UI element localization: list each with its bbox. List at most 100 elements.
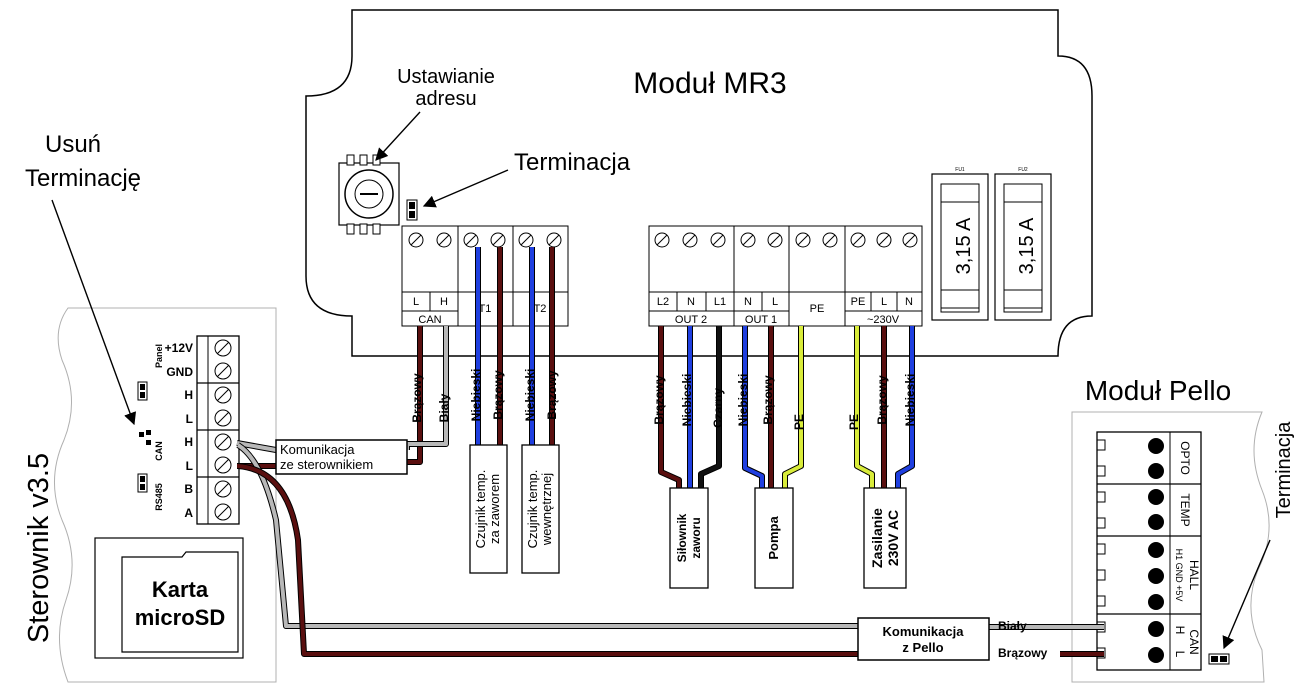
ustawianie-label-1: Ustawianie <box>397 66 495 88</box>
sterownik-screw <box>214 362 232 380</box>
wire-ac-n <box>896 326 914 488</box>
pello-temp-label: TEMP <box>1178 493 1192 526</box>
wire-label-t2-a: Niebieski <box>523 369 537 422</box>
pello-tooth <box>1097 491 1106 503</box>
pello-pin <box>1148 568 1164 584</box>
pello-tooth <box>1097 621 1106 633</box>
usun-label-2: Terminację <box>25 165 141 192</box>
fuse-fu1: FU1 3,15 A <box>931 167 989 321</box>
czujnik1-box <box>469 444 508 574</box>
wire-label-t1-b: Brązowy <box>491 370 505 420</box>
pello-pin <box>1148 621 1164 637</box>
zasilanie-box <box>863 487 907 589</box>
st-jumper-rs485 <box>137 473 148 493</box>
karta-label-2: microSD <box>135 605 225 630</box>
pello-tooth <box>1097 595 1106 607</box>
out2-n-label: N <box>687 296 695 308</box>
termination-jumper-mr3 <box>406 199 418 221</box>
mr3-terminal-block-can-t1-t2 <box>401 225 569 327</box>
terminacja-mr3-label: Terminacja <box>514 149 631 176</box>
komunikacja-sterownik-box <box>275 439 408 475</box>
czujnik1-label-2: za zaworem <box>487 474 502 544</box>
pello-tooth <box>1097 647 1106 659</box>
mr3-title: Moduł MR3 <box>633 67 786 100</box>
mr3-screw <box>654 232 670 248</box>
sterownik-screw <box>214 339 232 357</box>
ustawianie-label-2: adresu <box>415 88 476 110</box>
pello-tooth <box>1097 543 1106 555</box>
st-gnd-label: GND <box>166 365 193 379</box>
terminacja-pello-label: Terminacja <box>1273 421 1295 519</box>
komunikacja-pello-box <box>857 617 990 661</box>
karta-label-1: Karta <box>152 577 209 602</box>
czujnik2-box <box>521 444 560 574</box>
wire-label-ac-n: Niebieski <box>903 374 917 427</box>
usun-label-1: Usuń <box>45 131 101 158</box>
pello-pin <box>1148 489 1164 505</box>
mr3-screw <box>408 232 424 248</box>
wire-st-h-pello <box>236 443 858 628</box>
wires <box>236 247 1104 657</box>
pello-pin <box>1148 542 1164 558</box>
st-panel-label: Panel <box>154 344 164 368</box>
ac-pe-label: PE <box>851 296 866 308</box>
wire-label-out2-l1: Czarny <box>711 388 725 428</box>
wire-ac-pe <box>855 326 874 488</box>
sterownik-screw <box>214 503 232 521</box>
mr3-screw <box>436 232 452 248</box>
komunikacja-pello-label-2: z Pello <box>902 640 943 655</box>
pello-hall-pins-label: H1 GND +5V <box>1174 549 1184 602</box>
out1-l-label: L <box>772 296 778 308</box>
bialy-pello-label: Biały <box>998 619 1027 633</box>
mr3-screw <box>850 232 866 248</box>
sterownik-screw <box>214 433 232 451</box>
wire-label-can-l: Brązowy <box>410 373 424 423</box>
pello-tooth <box>1097 465 1106 477</box>
out2-label: OUT 2 <box>675 314 707 326</box>
wire-st-h-box <box>236 441 277 452</box>
pello-title: Moduł Pello <box>1085 375 1231 406</box>
pello-tooth <box>1097 517 1106 529</box>
wire-pe <box>783 326 803 488</box>
st-jumper-can <box>139 430 151 445</box>
mr3-screw <box>902 232 918 248</box>
st-a-label: A <box>184 506 193 520</box>
brazowy-pello-label: Brązowy <box>998 646 1048 660</box>
can-h-label: H <box>440 296 448 308</box>
termination-jumper-pello <box>1208 653 1230 665</box>
st-l1-label: L <box>186 412 193 426</box>
pello-tooth <box>1097 569 1106 581</box>
mr3-screw <box>463 232 479 248</box>
pe-label: PE <box>810 303 825 315</box>
pello-tooth <box>1097 439 1106 451</box>
mr3-screw <box>490 232 506 248</box>
wire-label-out2-n: Niebieski <box>680 374 694 427</box>
st-h2-label: H <box>184 435 193 449</box>
wire-label-can-h: Biały <box>437 393 451 422</box>
st-b-label: B <box>184 482 193 496</box>
microsd-card <box>94 537 244 659</box>
out2-l1-label: L1 <box>714 296 726 308</box>
st-can-label: CAN <box>154 441 164 461</box>
wire-label-ac-pe: PE <box>847 414 861 430</box>
mr3-screw <box>822 232 838 248</box>
out2-l2-label: L2 <box>657 296 669 308</box>
t2-label: T2 <box>534 303 547 315</box>
pompa-label: Pompa <box>766 516 781 560</box>
ac-n-label: N <box>905 296 913 308</box>
wire-label-out2-l2: Brązowy <box>652 375 666 425</box>
sterownik-screw <box>214 480 232 498</box>
mr3-screw <box>546 232 562 248</box>
can-l-label: L <box>413 296 419 308</box>
wire-label-ac-l: Brązowy <box>875 375 889 425</box>
ac-label: ~230V <box>867 314 900 326</box>
st-12v-label: +12V <box>165 341 193 355</box>
sterownik-screws <box>214 339 232 521</box>
sterownik-screw <box>214 386 232 404</box>
wire-st-l-pello <box>237 464 858 656</box>
pello-connector-pins <box>1148 438 1164 663</box>
st-rs485-label: RS485 <box>154 483 164 511</box>
sterownik-screw <box>214 456 232 474</box>
pello-pin <box>1148 514 1164 530</box>
